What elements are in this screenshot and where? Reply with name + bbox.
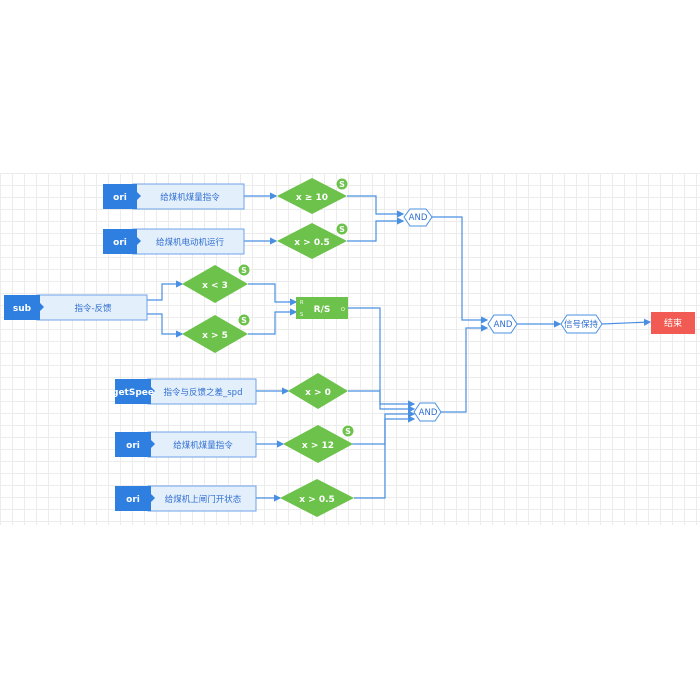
- condition-7[interactable]: x > 0.5: [280, 479, 354, 517]
- input-label: 给煤机上闸门开状态: [165, 494, 242, 505]
- condition-4[interactable]: x > 5 S: [182, 313, 251, 353]
- input-label: 指令与反馈之差_spd: [164, 387, 243, 398]
- end-label: 结束: [664, 317, 682, 329]
- badge-label: S: [241, 316, 247, 325]
- input-block-3[interactable]: sub 指令-反馈: [4, 294, 148, 321]
- rs-pin-s: S: [300, 312, 303, 318]
- condition-text: x > 12: [302, 441, 334, 451]
- input-label: 给煤机煤量指令: [173, 440, 233, 451]
- condition-3[interactable]: x < 3 S: [182, 263, 251, 303]
- s-badge-icon: [237, 313, 251, 327]
- input-tag: sub: [13, 304, 32, 314]
- condition-text: x < 3: [202, 281, 228, 291]
- input-tag: ori: [113, 193, 127, 203]
- rs-pin-r: R: [300, 300, 304, 306]
- condition-text: x > 5: [202, 331, 228, 341]
- and-gate-3[interactable]: AND: [413, 402, 442, 422]
- and-gate-2[interactable]: AND: [487, 314, 518, 334]
- rs-pin-o: O: [341, 307, 345, 313]
- badge-label: S: [339, 180, 345, 189]
- and-gate-1[interactable]: AND: [403, 208, 433, 227]
- rs-label: R/S: [314, 305, 331, 315]
- condition-6[interactable]: x > 12 S: [283, 424, 355, 463]
- input-tag: getSpee: [112, 388, 154, 398]
- condition-2[interactable]: x > 0.5 S: [277, 222, 349, 259]
- condition-1[interactable]: x ≥ 10 S: [277, 177, 349, 214]
- gate-label: AND: [494, 320, 513, 330]
- condition-5[interactable]: x > 0: [288, 373, 348, 409]
- input-block-4[interactable]: getSpee 指令与反馈之差_spd: [112, 378, 257, 405]
- input-tag: ori: [113, 238, 127, 248]
- input-block-2[interactable]: ori 给煤机电动机运行: [103, 228, 245, 255]
- input-label: 给煤机煤量指令: [160, 192, 220, 203]
- input-block-1[interactable]: ori 给煤机煤量指令: [103, 183, 245, 210]
- connector-lines: [147, 192, 652, 502]
- input-tag: ori: [126, 441, 140, 451]
- signal-hold-block[interactable]: 信号保持: [560, 314, 603, 334]
- input-label: 给煤机电动机运行: [156, 237, 225, 248]
- condition-text: x > 0.5: [294, 238, 330, 248]
- input-label: 指令-反馈: [74, 303, 112, 314]
- gate-label: AND: [419, 408, 438, 418]
- input-tag: ori: [126, 495, 140, 505]
- badge-label: S: [241, 266, 247, 275]
- gate-label: AND: [409, 213, 428, 223]
- s-badge-icon: [341, 424, 355, 438]
- end-block[interactable]: 结束: [651, 312, 695, 334]
- badge-label: S: [345, 427, 351, 436]
- condition-text: x > 0: [305, 388, 331, 398]
- input-block-5[interactable]: ori 给煤机煤量指令: [115, 431, 257, 458]
- s-badge-icon: [237, 263, 251, 277]
- input-block-6[interactable]: ori 给煤机上闸门开状态: [115, 485, 257, 512]
- rs-flipflop-block[interactable]: R S O R/S: [296, 297, 348, 319]
- s-badge-icon: [335, 177, 349, 191]
- condition-text: x > 0.5: [299, 495, 335, 505]
- badge-label: S: [339, 225, 345, 234]
- hold-label: 信号保持: [564, 319, 599, 330]
- s-badge-icon: [335, 222, 349, 236]
- condition-text: x ≥ 10: [296, 193, 328, 203]
